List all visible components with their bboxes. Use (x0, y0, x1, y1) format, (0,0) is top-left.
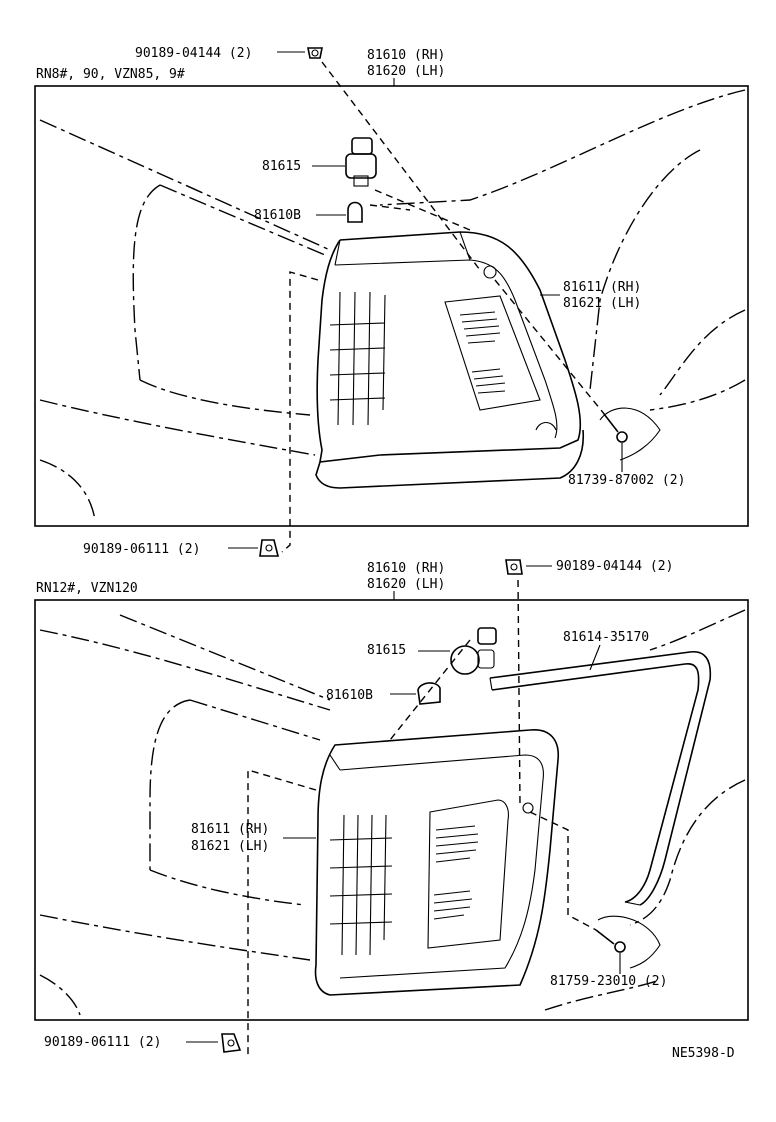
upper-bulb-label: 81610B (254, 208, 301, 223)
lower-screw-icon (595, 929, 626, 953)
diagram-code: NE5398-D (672, 1046, 735, 1061)
lower-screw-label: 81759-23010 (2) (550, 974, 667, 989)
lower-clip-bottom-icon (221, 1033, 242, 1053)
lower-clip-top-icon (505, 559, 523, 575)
lower-moulding-icon (489, 651, 712, 906)
upper-assembly-rh-label: 81610 (RH) (367, 48, 445, 63)
lower-body-line-9 (629, 779, 746, 926)
upper-clip-bottom-label: 90189-06111 (2) (83, 542, 200, 557)
lower-body-line-7 (149, 869, 306, 906)
upper-bumper-corner (599, 407, 661, 461)
upper-body-line-10 (659, 309, 746, 396)
upper-bulb-dash (374, 189, 471, 231)
upper-assembly-lh-label: 81620 (LH) (367, 64, 445, 79)
upper-body-line-3 (159, 184, 326, 256)
upper-lamp-grille (459, 311, 506, 394)
upper-lamp-window (444, 295, 541, 411)
upper-body-line-7 (379, 89, 746, 206)
lower-assembly-lh-label: 81620 (LH) (367, 577, 445, 592)
lower-body-line-2 (119, 614, 331, 701)
lower-assembly-rh-label: 81610 (RH) (367, 561, 445, 576)
upper-clip-top-dash (321, 61, 481, 271)
upper-body-line-1 (39, 119, 331, 251)
upper-screw-dash (494, 279, 606, 416)
lower-screw-dash (529, 811, 597, 931)
upper-bulb-icon (347, 201, 363, 223)
lower-bulb-icon (417, 682, 441, 705)
lower-lamp-window (427, 799, 509, 949)
lower-clip-top-dash (517, 579, 521, 806)
lower-socket-icon (450, 627, 497, 675)
lower-moulding-leader (589, 644, 601, 671)
lower-clip-top-label: 90189-04144 (2) (556, 559, 673, 574)
upper-clip-top-label: 90189-04144 (2) (135, 46, 252, 61)
upper-body-line-9 (649, 379, 746, 411)
lower-body-line-8 (649, 609, 746, 651)
lower-panel: RN12#, VZN120 81610 (RH) 81620 (LH) (34, 559, 749, 1055)
lower-lens-lh-label: 81621 (LH) (191, 839, 269, 854)
upper-lens-rh-label: 81611 (RH) (563, 280, 641, 295)
upper-bulb-dash-2 (369, 204, 411, 211)
upper-body-line-6 (139, 379, 311, 416)
upper-body-line-2 (132, 184, 161, 381)
lower-clip-bottom-dash (247, 769, 317, 1055)
lower-bumper-corner (597, 915, 661, 969)
lower-lamp-grille (433, 825, 479, 920)
upper-socket-label: 81615 (262, 159, 301, 174)
lower-socket-label: 81615 (367, 643, 406, 658)
upper-lens-lh-label: 81621 (LH) (563, 296, 641, 311)
lower-body-line-6 (39, 974, 81, 1016)
lower-body-line-5 (39, 914, 311, 961)
lower-bulb-label: 81610B (326, 688, 373, 703)
lower-moulding-label: 81614-35170 (563, 630, 649, 645)
lower-model-label: RN12#, VZN120 (36, 581, 138, 596)
lower-body-line-3 (149, 699, 191, 870)
lower-clip-bottom-label: 90189-06111 (2) (44, 1035, 161, 1050)
upper-body-line-5 (39, 459, 96, 521)
upper-socket-icon (345, 137, 377, 187)
lower-lamp-housing (314, 729, 559, 996)
upper-model-label: RN8#, 90, VZN85, 9# (36, 67, 185, 82)
lower-body-line-4 (189, 699, 321, 741)
lower-socket-dash (389, 639, 471, 741)
upper-clip-top-icon (307, 47, 323, 59)
lower-lens-ribs (329, 814, 393, 956)
upper-screw-hole (483, 265, 497, 279)
lower-body-line-1 (39, 629, 331, 711)
lower-screw-hole (522, 802, 534, 814)
upper-body-line-4 (39, 399, 316, 456)
upper-panel: RN8#, 90, VZN85, 9# 81610 (RH) 81620 (LH… (34, 46, 749, 557)
upper-body-line-8 (589, 149, 701, 391)
upper-clip-bottom-dash (281, 271, 319, 553)
lower-body-line-10 (544, 979, 661, 1011)
lower-lens-rh-label: 81611 (RH) (191, 822, 269, 837)
upper-panel-frame (34, 85, 749, 527)
upper-screw-icon (603, 413, 628, 443)
upper-clip-bottom-icon (259, 539, 280, 557)
upper-lamp-housing (315, 231, 585, 489)
upper-screw-label: 81739-87002 (2) (568, 473, 685, 488)
upper-lens-ribs (329, 291, 386, 426)
lower-panel-frame (34, 599, 749, 1021)
